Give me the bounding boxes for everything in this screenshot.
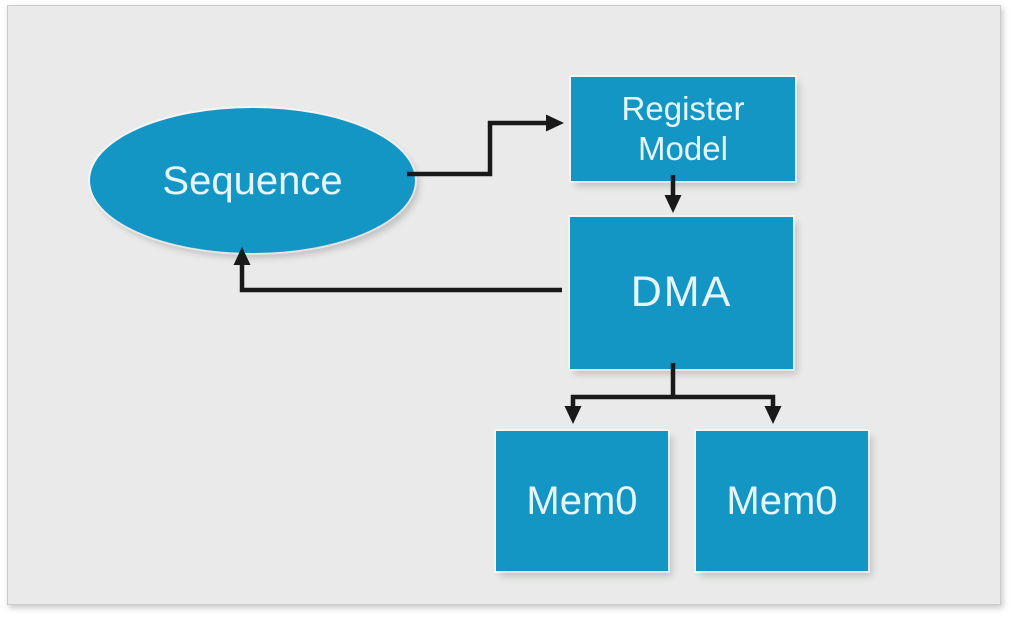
node-sequence: Sequence bbox=[90, 108, 415, 253]
node-register-model: Register Model bbox=[571, 77, 795, 181]
node-mem0-right: Mem0 bbox=[696, 431, 868, 571]
node-dma: DMA bbox=[570, 217, 793, 369]
node-mem0-right-label: Mem0 bbox=[726, 479, 838, 523]
node-sequence-label: Sequence bbox=[162, 158, 343, 203]
node-mem0-left: Mem0 bbox=[496, 431, 668, 571]
node-mem0-left-label: Mem0 bbox=[526, 479, 638, 523]
node-register-model-label: Register Model bbox=[621, 90, 745, 167]
diagram-canvas: Sequence Register Model DMA Mem0 Mem0 bbox=[7, 5, 1001, 605]
node-dma-label: DMA bbox=[630, 268, 733, 317]
